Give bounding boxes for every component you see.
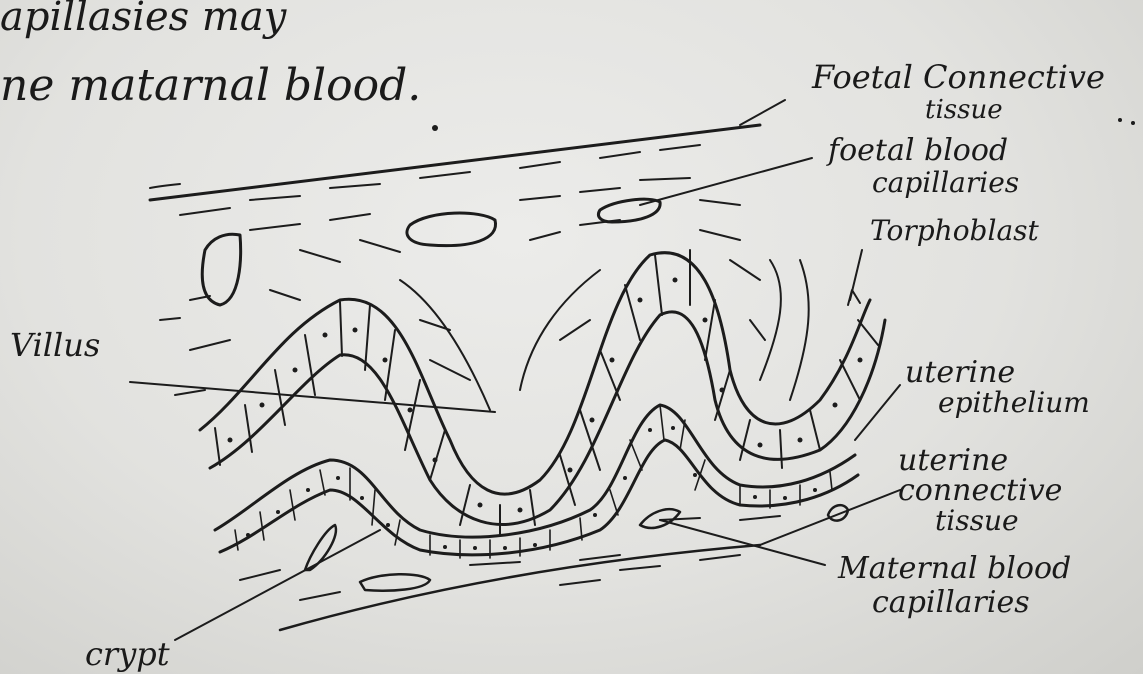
label-foetal-blood-1: foetal blood [826, 133, 1008, 168]
pointer-foetal-connective [740, 100, 785, 125]
trophoblast-villus-layer [200, 250, 885, 535]
ink-specks [432, 118, 1135, 131]
label-foetal-connective-1: Foetal Connective [811, 58, 1105, 96]
label-trophoblast: Torphoblast [870, 214, 1040, 247]
label-foetal-blood-2: capillaries [872, 166, 1019, 199]
label-maternal-blood-2: capillaries [872, 585, 1030, 620]
label-crypt: crypt [85, 635, 170, 673]
header-line-2: ne matarnal blood. [0, 60, 421, 111]
pointer-villus [130, 382, 495, 412]
label-uterine-connective-2: connective [898, 473, 1062, 508]
pointer-foetal-blood [640, 158, 812, 205]
pointer-crypt [175, 530, 380, 640]
label-uterine-connective-3: tissue [935, 504, 1019, 537]
pointer-uterine-connective [760, 490, 900, 545]
label-foetal-connective-2: tissue [925, 95, 1003, 125]
label-uterine-epithelium-1: uterine [905, 355, 1015, 390]
label-villus: Villus [10, 326, 100, 364]
header-line-1: apillasies may [0, 0, 288, 40]
label-pointers [130, 100, 900, 640]
pointer-maternal-blood [660, 520, 825, 565]
pointer-trophoblast [850, 250, 862, 300]
label-uterine-epithelium-2: epithelium [938, 386, 1090, 419]
uterine-connective-tissue [240, 505, 848, 630]
label-maternal-blood-1: Maternal blood [837, 551, 1071, 586]
